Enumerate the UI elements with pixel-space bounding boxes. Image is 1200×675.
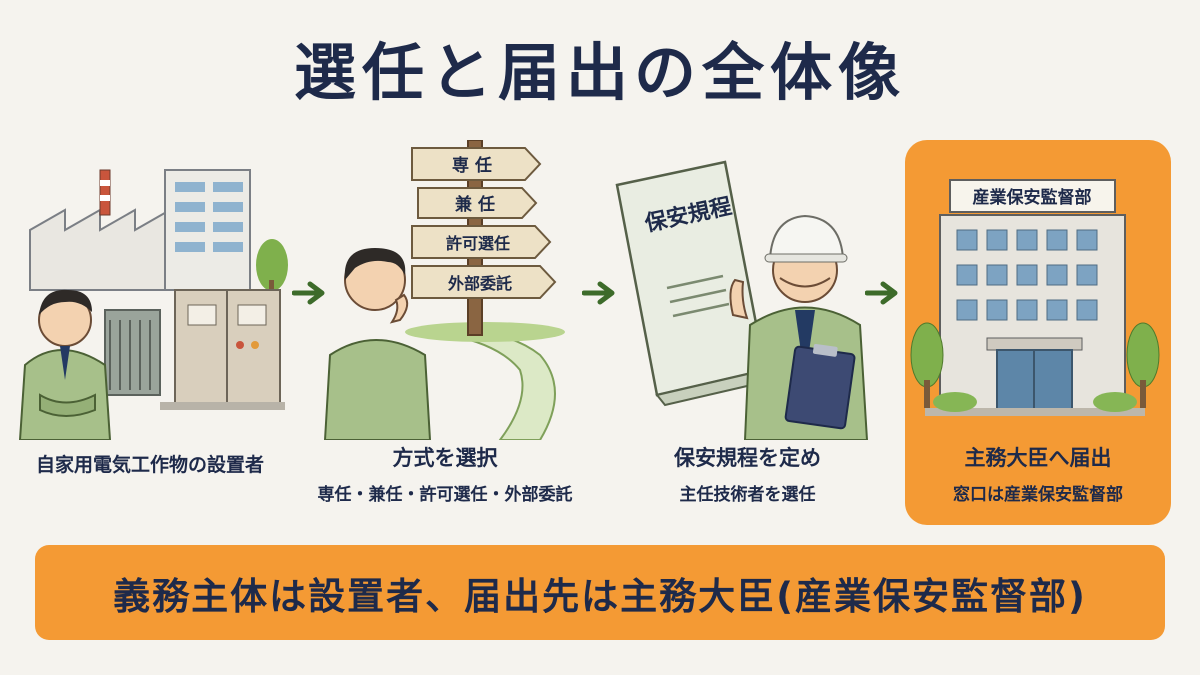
step-subcaption: 専任・兼任・許可選任・外部委託 (317, 485, 573, 505)
arrow-right-icon (581, 280, 618, 310)
factory-illustration (18, 169, 288, 440)
sign-kyoka: 許可選任 (411, 225, 552, 259)
signpost-illustration: 専 任 兼 任 許可選任 外部委託 (323, 140, 565, 440)
page-title: 選任と届出の全体像 (293, 36, 906, 109)
step-subcaption: 主任技術者を選任 (679, 485, 816, 505)
arrow-right-icon (291, 280, 328, 310)
government-building-illustration: 産業保安監督部 (910, 179, 1160, 416)
summary-banner: 義務主体は設置者、届出先は主務大臣(産業保安監督部) (35, 545, 1165, 640)
step-caption: 方式を選択 (392, 446, 498, 470)
step-subcaption: 窓口は産業保安監督部 (953, 485, 1123, 505)
building-sign: 産業保安監督部 (973, 187, 1092, 208)
step-regulations: 保安規程 保安規程を定め 主任技術者を選任 (605, 140, 890, 530)
step-caption: 自家用電気工作物の設置者 (35, 454, 264, 476)
step-choose-method: 専 任 兼 任 許可選任 外部委託 方式を選択 専任・兼任・許可選任・外部委託 (300, 140, 590, 530)
sign-senin: 専 任 (411, 147, 542, 181)
step-caption: 保安規程を定め (674, 446, 821, 470)
sign-label: 兼 任 (455, 194, 495, 215)
sign-label: 専 任 (452, 155, 492, 176)
sign-gaibu: 外部委託 (411, 265, 557, 299)
sign-kennin: 兼 任 (417, 187, 538, 219)
sign-label: 外部委託 (447, 274, 512, 293)
sign-label: 許可選任 (446, 234, 510, 253)
step-notification: 産業保安監督部 主務大臣へ届出 窓口は産業保安監督部 (905, 140, 1171, 525)
regulations-illustration: 保安規程 (615, 160, 869, 440)
arrow-right-icon (864, 280, 901, 310)
step-caption: 主務大臣へ届出 (964, 446, 1112, 470)
step-installer: 自家用電気工作物の設置者 (10, 140, 290, 530)
